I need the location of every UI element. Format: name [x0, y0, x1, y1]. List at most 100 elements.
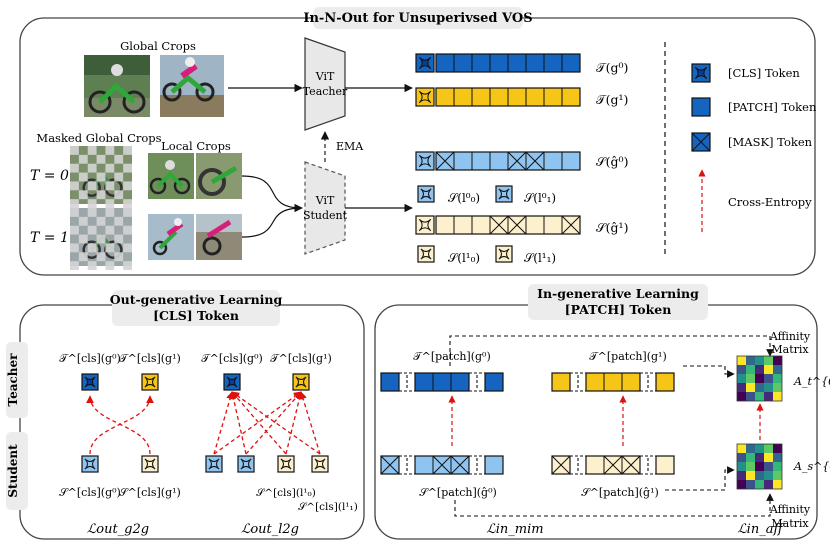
vit-student-box — [304, 161, 346, 255]
out-student-label-1: 𝒮^[cls](g⁰) — [59, 486, 121, 499]
local-crops-label: Local Crops — [161, 139, 231, 153]
local0-to-student-arrow — [241, 175, 303, 213]
at-label: A_t^{0,1} — [793, 375, 830, 388]
legend-patch-icon — [691, 97, 711, 117]
as-label: A_s^{0,1} — [793, 460, 830, 473]
local-crop-photo-2 — [196, 153, 242, 199]
teacher-g0-label: 𝒯(g⁰) — [596, 60, 628, 75]
sl00-cls-token — [417, 185, 435, 203]
affinity-matrix-teacher — [736, 355, 783, 402]
in-loss-mim: ℒin_mim — [486, 522, 543, 537]
legend-ce-label: Cross-Entropy — [728, 195, 812, 209]
out-l2g-line-0-1 — [213, 391, 302, 455]
out-student-label-2: 𝒮^[cls](g¹) — [119, 486, 181, 499]
in-student-label-2: 𝒮^[patch](ĝ¹) — [581, 486, 659, 499]
global-crop-photo-2 — [160, 55, 224, 117]
sg0-cls-token — [415, 151, 435, 171]
student-l00-label: 𝒮(l⁰₀) — [448, 191, 480, 205]
student-l01-label: 𝒮(l⁰₁) — [524, 191, 556, 205]
in-student-to-as-path — [665, 466, 735, 491]
out-line-1 — [89, 395, 154, 455]
in-title-pill — [528, 284, 708, 320]
in-title-2: [PATCH] Token — [565, 302, 672, 317]
out-teacher-label-3: 𝒯^[cls](g⁰) — [201, 352, 263, 365]
legend — [691, 63, 711, 152]
out-cross-entropy-lines — [86, 391, 321, 455]
legend-mask-icon — [691, 132, 711, 152]
in-teacher-loop-path — [449, 335, 774, 366]
out-loss-l2g: ℒout_l2g — [241, 522, 299, 537]
in-patch-tokens — [380, 372, 675, 475]
out-teacher-cls-1 — [81, 373, 99, 391]
out-teacher-cls-2 — [141, 373, 159, 391]
vit-student-l2: Student — [303, 209, 348, 222]
in-teacher-to-at-path — [683, 365, 735, 378]
legend-cls-icon — [691, 63, 711, 83]
masked-crop-1 — [70, 146, 132, 208]
student-l11-label: 𝒮(l¹₁) — [524, 251, 556, 265]
vit-teacher-l2: Teacher — [303, 85, 348, 98]
out-student-cls-2 — [141, 455, 159, 473]
local1-to-student-arrow — [241, 207, 303, 238]
main-title: In-N-Out for Unsuperivsed VOS — [303, 11, 532, 26]
affinity-matrix-student — [736, 443, 783, 490]
masked-crop-2 — [70, 208, 132, 270]
in-title-1: In-generative Learning — [537, 286, 699, 301]
out-l2g-line-1-1 — [245, 391, 302, 455]
in-teacher-label-2: 𝒯^[patch](g¹) — [589, 350, 667, 363]
aff-bot-label-1: Affinity — [769, 503, 811, 516]
sg1-cls-token — [415, 215, 435, 235]
out-l2g-line-1-0 — [229, 391, 247, 455]
out-teacher-cls-3 — [223, 373, 241, 391]
legend-patch-label: [PATCH] Token — [728, 100, 817, 114]
tg1-patch-row — [435, 87, 581, 107]
in-teacher-label-1: 𝒯^[patch](g⁰) — [413, 350, 491, 363]
out-title-pill — [112, 290, 280, 326]
in-student-row-2 — [551, 455, 675, 475]
global-crops-label: Global Crops — [120, 39, 196, 53]
vit-teacher-l1: ViT — [315, 70, 335, 83]
t0-label: T = 0 — [30, 168, 69, 184]
title-pill — [313, 7, 523, 29]
student-side-label: Student — [6, 432, 28, 510]
out-teacher-label-2: 𝒯^[cls](g¹) — [119, 352, 181, 365]
out-l2g-line-2-1 — [285, 391, 304, 455]
svg-text:Teacher: Teacher — [6, 353, 20, 407]
out-title-2: [CLS] Token — [153, 308, 239, 323]
sl10-cls-token — [417, 245, 435, 263]
student-g1-label: 𝒮(ĝ¹) — [596, 220, 628, 235]
local-crop-photo-4 — [196, 214, 242, 260]
masked-global-crops-label: Masked Global Crops — [36, 131, 161, 145]
sl11-cls-token — [495, 245, 513, 263]
aff-top-label-1: Affinity — [769, 330, 811, 343]
teacher-side-label: Teacher — [6, 342, 28, 418]
out-l2g-line-3-1 — [299, 391, 321, 455]
out-cls-tokens — [81, 373, 329, 473]
in-student-loop-path — [454, 493, 774, 517]
ema-label: EMA — [336, 140, 364, 153]
out-student-cls-1 — [81, 455, 99, 473]
out-student-label-4: 𝒮^[cls](l¹₁) — [298, 501, 358, 513]
in-panel — [374, 304, 818, 540]
sg0-patch-row — [435, 151, 581, 171]
in-student-label-1: 𝒮^[patch](ĝ⁰) — [419, 486, 497, 499]
sg1-patch-row — [435, 215, 581, 235]
local-crop-photo-3 — [148, 214, 194, 260]
local-crop-photo-1 — [148, 153, 194, 199]
tg0-cls-token — [415, 53, 435, 73]
aff-bot-label-2: Matrix — [771, 517, 809, 530]
out-title-1: Out-generative Learning — [110, 292, 283, 307]
out-student-label-3: 𝒮^[cls](l¹₀) — [256, 487, 316, 499]
global-crop-photo-1 — [84, 55, 150, 117]
student-l10-label: 𝒮(l¹₀) — [448, 251, 480, 265]
out-student-cls-3 — [205, 455, 223, 473]
out-student-cls-5 — [277, 455, 295, 473]
out-l2g-line-2-0 — [231, 391, 287, 455]
in-loss-aff: ℒin_aff — [737, 522, 785, 537]
out-teacher-cls-4 — [292, 373, 310, 391]
svg-text:Student: Student — [6, 444, 20, 498]
out-line-2 — [86, 395, 151, 455]
legend-cls-label: [CLS] Token — [728, 66, 800, 80]
